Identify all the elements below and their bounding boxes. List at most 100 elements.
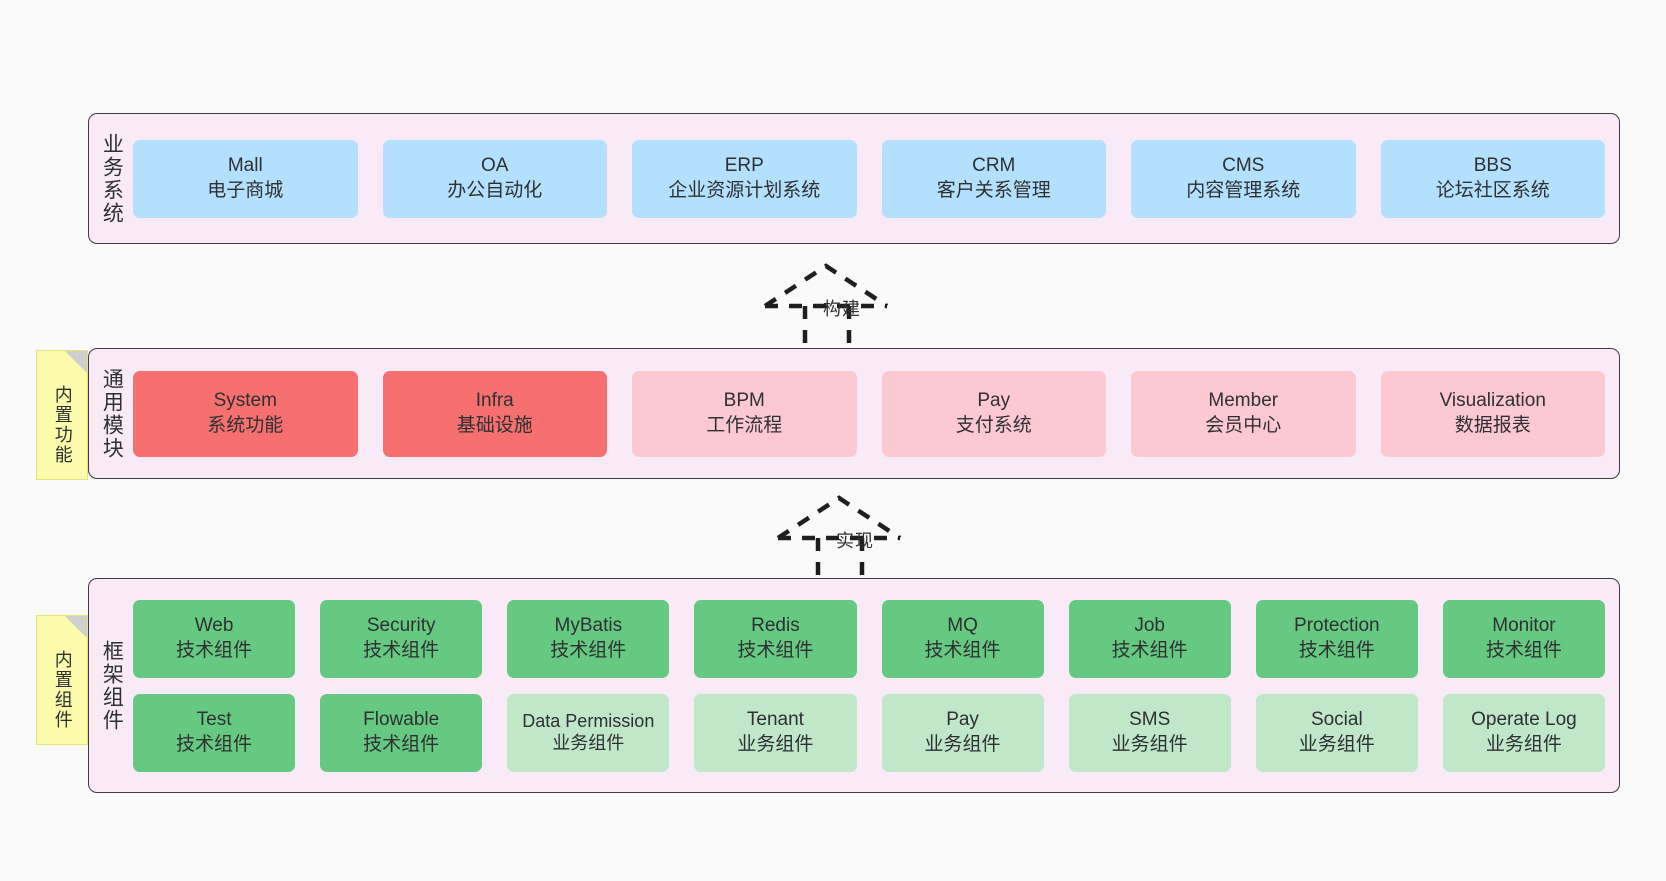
card-title: Social (1310, 708, 1363, 730)
card-subtitle: 技术组件 (176, 639, 253, 661)
note-label: 内置组件 (52, 650, 73, 730)
card-flowable[interactable]: Flowable 技术组件 (320, 693, 483, 772)
card-title: System (213, 389, 277, 411)
card-subtitle: 业务组件 (552, 732, 625, 753)
card-bpm[interactable]: BPM 工作流程 (632, 370, 857, 457)
card-subtitle: 业务组件 (1298, 733, 1375, 755)
layer-body-common-module: System 系统功能 Infra 基础设施 BPM 工作流程 Pay 支付系统… (133, 349, 1619, 478)
card-subtitle: 会员中心 (1205, 414, 1282, 436)
card-row: Mall 电子商城 OA 办公自动化 ERP 企业资源计划系统 CRM 客户关系… (133, 139, 1605, 218)
card-tenant[interactable]: Tenant 业务组件 (694, 693, 857, 772)
card-visualization[interactable]: Visualization 数据报表 (1380, 370, 1605, 457)
card-member[interactable]: Member 会员中心 (1131, 370, 1356, 457)
card-title: Job (1134, 614, 1165, 636)
card-redis[interactable]: Redis 技术组件 (694, 599, 857, 678)
card-job[interactable]: Job 技术组件 (1068, 599, 1231, 678)
card-row-business-component: Test 技术组件 Flowable 技术组件 Data Permission … (133, 693, 1605, 772)
card-subtitle: 技术组件 (1111, 639, 1188, 661)
card-subtitle: 技术组件 (924, 639, 1001, 661)
card-pay[interactable]: Pay 支付系统 (881, 370, 1106, 457)
card-title: Redis (751, 614, 800, 636)
card-subtitle: 客户关系管理 (936, 179, 1051, 201)
card-title: Tenant (746, 708, 804, 730)
card-test[interactable]: Test 技术组件 (133, 693, 296, 772)
card-title: Security (366, 614, 436, 636)
note-label: 内置功能 (52, 385, 73, 465)
card-title: Operate Log (1471, 708, 1577, 730)
card-subtitle: 基础设施 (456, 414, 533, 436)
note-fold-icon (65, 351, 87, 373)
arrow-build: 构建 (757, 258, 927, 350)
card-subtitle: 内容管理系统 (1186, 179, 1301, 201)
card-subtitle: 技术组件 (550, 639, 627, 661)
card-row: System 系统功能 Infra 基础设施 BPM 工作流程 Pay 支付系统… (133, 370, 1605, 457)
note-fold-icon (65, 616, 87, 638)
card-subtitle: 技术组件 (363, 733, 440, 755)
card-title: Monitor (1492, 614, 1556, 636)
card-title: ERP (724, 154, 764, 176)
card-title: Infra (475, 389, 514, 411)
card-title: Web (194, 614, 234, 636)
card-title: Visualization (1439, 389, 1546, 411)
card-subtitle: 数据报表 (1454, 414, 1531, 436)
card-subtitle: 业务组件 (1111, 733, 1188, 755)
card-title: MQ (947, 614, 978, 636)
card-title: BPM (723, 389, 765, 411)
card-sms[interactable]: SMS 业务组件 (1068, 693, 1231, 772)
card-infra[interactable]: Infra 基础设施 (382, 370, 607, 457)
layer-title-business-system: 业务系统 (100, 132, 124, 225)
card-crm[interactable]: CRM 客户关系管理 (881, 139, 1106, 218)
card-subtitle: 支付系统 (955, 414, 1032, 436)
arrow-head-outline (763, 263, 889, 308)
card-bbs[interactable]: BBS 论坛社区系统 (1380, 139, 1605, 218)
card-title: Mall (227, 154, 263, 176)
card-title: Member (1208, 389, 1279, 411)
card-subtitle: 技术组件 (363, 639, 440, 661)
layer-title-common-module: 通用模块 (100, 367, 124, 460)
card-security[interactable]: Security 技术组件 (320, 599, 483, 678)
card-subtitle: 业务组件 (737, 733, 814, 755)
card-title: Pay (946, 708, 979, 730)
card-monitor[interactable]: Monitor 技术组件 (1442, 599, 1605, 678)
card-web[interactable]: Web 技术组件 (133, 599, 296, 678)
arrow-head-outline (776, 495, 902, 540)
card-title: CRM (972, 154, 1016, 176)
layer-framework-component: 框架组件 Web 技术组件 Security 技术组件 MyBatis 技术组件… (88, 578, 1620, 793)
card-operate-log[interactable]: Operate Log 业务组件 (1442, 693, 1605, 772)
card-social[interactable]: Social 业务组件 (1255, 693, 1418, 772)
card-oa[interactable]: OA 办公自动化 (382, 139, 607, 218)
card-mq[interactable]: MQ 技术组件 (881, 599, 1044, 678)
card-subtitle: 技术组件 (1298, 639, 1375, 661)
layer-body-framework-component: Web 技术组件 Security 技术组件 MyBatis 技术组件 Redi… (133, 579, 1619, 792)
card-subtitle: 办公自动化 (447, 179, 543, 201)
card-mybatis[interactable]: MyBatis 技术组件 (507, 599, 670, 678)
card-title: OA (481, 154, 509, 176)
card-subtitle: 电子商城 (207, 179, 284, 201)
card-title: BBS (1473, 154, 1512, 176)
card-title: SMS (1129, 708, 1171, 730)
card-subtitle: 工作流程 (706, 414, 783, 436)
card-data-permission[interactable]: Data Permission 业务组件 (507, 693, 670, 772)
card-subtitle: 技术组件 (176, 733, 253, 755)
card-subtitle: 业务组件 (1485, 733, 1562, 755)
card-title: Pay (977, 389, 1011, 411)
card-row-tech: Web 技术组件 Security 技术组件 MyBatis 技术组件 Redi… (133, 599, 1605, 678)
card-system[interactable]: System 系统功能 (133, 370, 358, 457)
card-protection[interactable]: Protection 技术组件 (1255, 599, 1418, 678)
card-pay-component[interactable]: Pay 业务组件 (881, 693, 1044, 772)
card-cms[interactable]: CMS 内容管理系统 (1131, 139, 1356, 218)
layer-business-system: 业务系统 Mall 电子商城 OA 办公自动化 ERP 企业资源计划系统 CRM… (88, 113, 1620, 244)
card-subtitle: 企业资源计划系统 (668, 179, 821, 201)
card-subtitle: 论坛社区系统 (1435, 179, 1550, 201)
card-title: Data Permission (522, 711, 655, 732)
card-subtitle: 技术组件 (737, 639, 814, 661)
card-mall[interactable]: Mall 电子商城 (133, 139, 358, 218)
card-erp[interactable]: ERP 企业资源计划系统 (632, 139, 857, 218)
card-subtitle: 技术组件 (1485, 639, 1562, 661)
note-builtin-function: 内置功能 (36, 350, 88, 480)
card-title: MyBatis (554, 614, 623, 636)
card-subtitle: 系统功能 (207, 414, 284, 436)
layer-common-module: 通用模块 System 系统功能 Infra 基础设施 BPM 工作流程 Pay… (88, 348, 1620, 479)
card-title: Flowable (363, 708, 440, 730)
